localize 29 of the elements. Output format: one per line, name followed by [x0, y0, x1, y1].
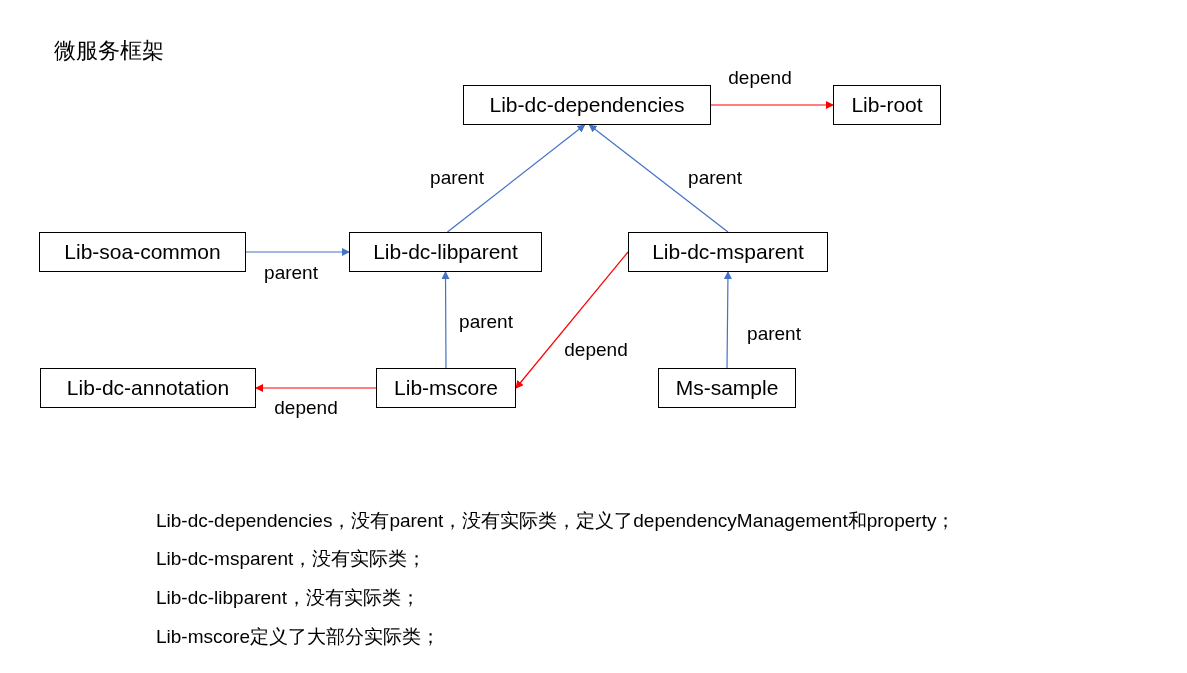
- arrow: [723, 271, 732, 369]
- module-name: Lib-soa-common: [64, 240, 221, 264]
- arrow: [710, 101, 834, 109]
- module-name: Ms-sample: [675, 376, 779, 400]
- module-name: Lib-root: [851, 93, 923, 117]
- module-box: [628, 232, 828, 272]
- module-box: [833, 85, 941, 125]
- arrow: [255, 384, 377, 392]
- module-box: [376, 368, 516, 408]
- arrow: [446, 124, 586, 233]
- module-name: Lib-mscore: [394, 376, 498, 400]
- module-name: Lib-dc-msparent: [652, 240, 804, 264]
- arrow: [441, 271, 450, 369]
- module-name: Lib-dc-annotation: [66, 376, 230, 400]
- diagram-title: 微服务框架: [54, 37, 164, 65]
- module-box: [39, 232, 246, 272]
- module-box: [349, 232, 542, 272]
- module-name: Lib-dc-libparent: [373, 240, 518, 264]
- note-text: Lib-dc-msparent，没有实际类；: [156, 547, 427, 571]
- arrow: [588, 124, 729, 233]
- note-text: Lib-mscore定义了大部分实际类；: [156, 625, 440, 649]
- module-box: [40, 368, 256, 408]
- arrow: [245, 248, 350, 256]
- note-text: Lib-dc-dependencies，没有parent，没有实际类，定义了dependencyManagement和property；: [156, 509, 956, 533]
- module-box: [658, 368, 796, 408]
- note-text: Lib-dc-libparent，没有实际类；: [156, 586, 420, 610]
- module-box: [463, 85, 711, 125]
- module-name: Lib-dc-dependencies: [489, 93, 685, 117]
- arrow: [515, 251, 629, 389]
